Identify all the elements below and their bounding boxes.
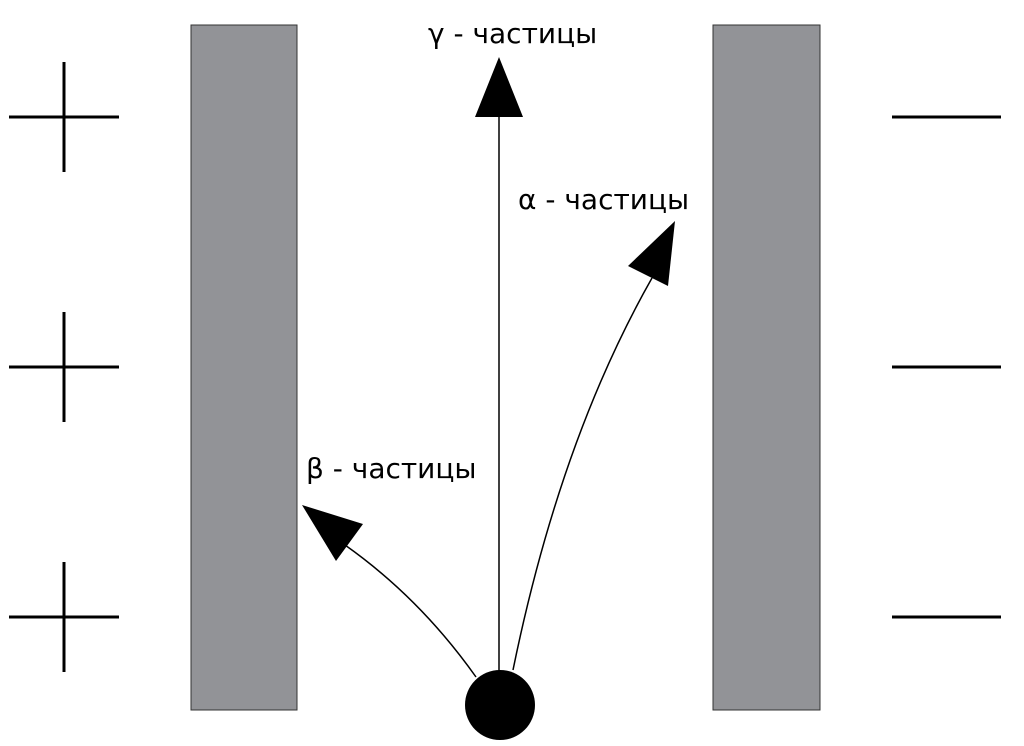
plus-sign-top	[9, 62, 119, 172]
plus-sign-middle	[9, 312, 119, 422]
beta-ray-path	[344, 544, 477, 678]
gamma-particles-label: γ - частицы	[428, 17, 598, 50]
alpha-particles-label: α - частицы	[518, 183, 690, 216]
radioactive-source	[465, 670, 535, 740]
beta-arrowhead	[302, 505, 363, 561]
left-plate	[190, 24, 298, 711]
right-plate	[712, 24, 821, 711]
alpha-arrowhead	[628, 221, 675, 286]
gamma-arrowhead	[475, 57, 523, 117]
alpha-ray-path	[512, 277, 653, 671]
beta-particles-label: β - частицы	[306, 452, 477, 485]
plus-sign-bottom	[9, 562, 119, 672]
